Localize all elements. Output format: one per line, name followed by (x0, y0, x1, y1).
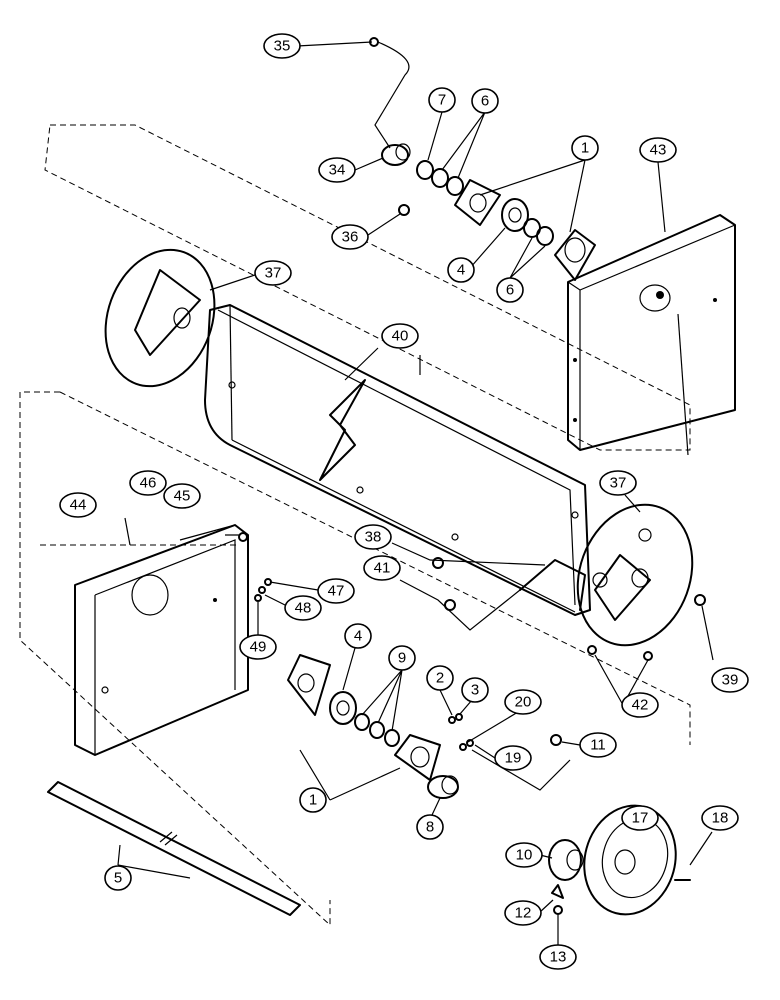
callout-45: 45 (163, 483, 201, 509)
callout-17: 17 (621, 805, 659, 831)
callout-49-label: 49 (250, 639, 267, 656)
hub-and-pulley (548, 804, 691, 916)
callout-43: 43 (639, 137, 677, 163)
disc-plate-lower (576, 503, 694, 647)
callout-42-label: 42 (632, 697, 649, 714)
callout-9: 9 (388, 645, 416, 671)
callout-42: 42 (621, 692, 659, 718)
callout-13: 13 (539, 944, 577, 970)
callout-7-label: 7 (438, 92, 446, 109)
callout-1-upper-label: 1 (581, 140, 589, 157)
callout-12: 12 (504, 900, 542, 926)
callout-6-lower: 6 (496, 277, 524, 303)
callout-4-upper-label: 4 (457, 262, 465, 279)
callout-41: 41 (363, 555, 401, 581)
callout-40: 40 (381, 323, 419, 349)
callout-4-lower: 4 (344, 623, 372, 649)
callout-4-lower-label: 4 (354, 628, 362, 645)
callout-38: 38 (354, 524, 392, 550)
callout-5-label: 5 (114, 870, 122, 887)
callout-47-label: 47 (328, 583, 345, 600)
callout-40-label: 40 (392, 328, 409, 345)
callout-1-upper: 1 (571, 135, 599, 161)
callout-2-label: 2 (436, 670, 444, 687)
callout-11: 11 (579, 732, 617, 758)
callout-9-label: 9 (398, 650, 406, 667)
callout-3-label: 3 (471, 682, 479, 699)
callout-5: 5 (104, 865, 132, 891)
trough-channel (204, 304, 591, 616)
callout-46-label: 46 (140, 475, 157, 492)
callout-11-label: 11 (590, 737, 606, 754)
callout-43-label: 43 (650, 142, 667, 159)
callout-39: 39 (711, 667, 749, 693)
callout-34-label: 34 (329, 162, 346, 179)
callout-41-label: 41 (374, 560, 391, 577)
callout-44: 44 (59, 492, 97, 518)
callout-19: 19 (494, 745, 532, 771)
drive-shaft (47, 781, 301, 916)
callout-49: 49 (239, 634, 277, 660)
callout-47: 47 (317, 578, 355, 604)
callout-37-upper: 37 (254, 260, 292, 286)
callout-48-label: 48 (295, 600, 312, 617)
callout-6-upper-label: 6 (481, 93, 489, 110)
callout-3: 3 (461, 677, 489, 703)
callout-34: 34 (318, 157, 356, 183)
callout-6-lower-label: 6 (506, 282, 514, 299)
end-frame-left (74, 524, 249, 756)
callout-37-upper-label: 37 (265, 265, 282, 282)
callout-8-label: 8 (426, 819, 434, 836)
callout-37-lower-label: 37 (610, 475, 627, 492)
callout-39-label: 39 (722, 672, 739, 689)
callout-36-label: 36 (342, 229, 359, 246)
assembly-outline-upper (44, 124, 691, 451)
callout-12-label: 12 (515, 905, 532, 922)
callout-17-label: 17 (632, 810, 649, 827)
callout-7: 7 (428, 87, 456, 113)
callout-10: 10 (505, 842, 543, 868)
callout-1-lower: 1 (299, 787, 327, 813)
callout-1-lower-label: 1 (309, 792, 317, 809)
callout-4-upper: 4 (447, 257, 475, 283)
callout-8: 8 (416, 814, 444, 840)
callout-20-label: 20 (515, 694, 532, 711)
end-plate-right (567, 214, 736, 451)
lower-bearing-group (287, 654, 562, 799)
callout-18-label: 18 (712, 810, 729, 827)
callout-48: 48 (284, 595, 322, 621)
callout-38-label: 38 (365, 529, 382, 546)
callout-37-lower: 37 (599, 470, 637, 496)
callout-36: 36 (331, 224, 369, 250)
callout-35-label: 35 (274, 38, 291, 55)
callout-10-label: 10 (516, 847, 533, 864)
callout-20: 20 (504, 689, 542, 715)
callout-18: 18 (701, 805, 739, 831)
callout-13-label: 13 (550, 949, 567, 966)
callout-44-label: 44 (70, 497, 87, 514)
callout-2: 2 (426, 665, 454, 691)
callout-45-label: 45 (174, 488, 191, 505)
assembly-outline-lower (19, 391, 691, 927)
callout-6-upper: 6 (471, 88, 499, 114)
upper-bearing-group (381, 143, 596, 281)
disc-plate-upper (104, 248, 216, 388)
callout-46: 46 (129, 470, 167, 496)
callout-19-label: 19 (505, 750, 522, 767)
fasteners (238, 37, 706, 661)
leader-lines (117, 41, 714, 945)
callout-35: 35 (263, 33, 301, 59)
